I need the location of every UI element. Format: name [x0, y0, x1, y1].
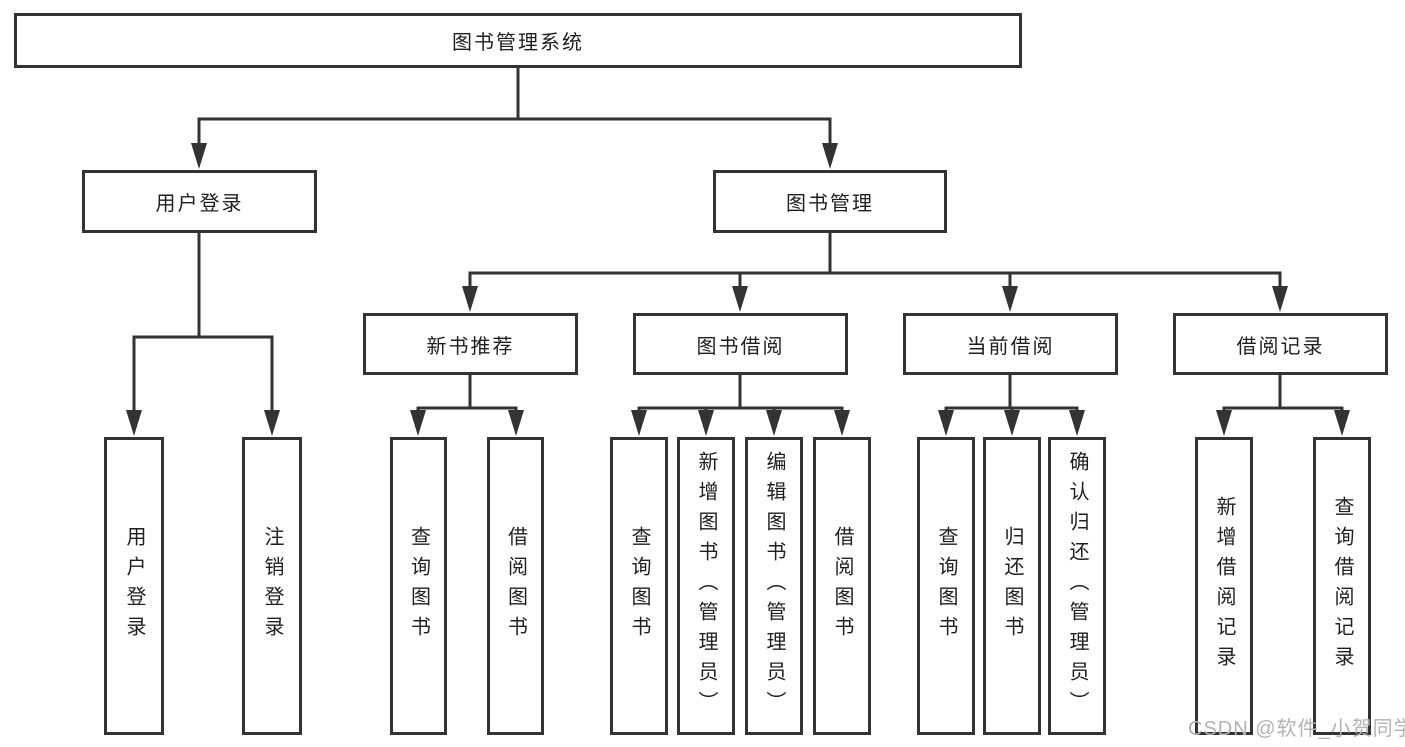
- csdn-watermark: CSDN @软件_小贺同学: [1188, 718, 1405, 740]
- node-leaf-query-borrow-record-label: 查询借阅记录: [1331, 496, 1353, 676]
- node-leaf-confirm-return-admin-label: 确认归还（管理员）: [1066, 451, 1088, 721]
- node-library-system-label: 图书管理系统: [452, 32, 584, 54]
- node-leaf-add-borrow-record-label: 新增借阅记录: [1213, 496, 1235, 676]
- node-new-book-recommend-label: 新书推荐: [426, 335, 515, 358]
- node-library-system: 图书管理系统: [14, 13, 1022, 68]
- node-leaf-add-books-admin: 新增图书（管理员）: [677, 437, 735, 735]
- connector-user-login-to-leaves: [126, 233, 280, 436]
- node-user-login: 用户登录: [82, 170, 317, 233]
- node-borrow-record-label: 借阅记录: [1236, 335, 1325, 358]
- node-current-borrow-label: 当前借阅: [966, 335, 1055, 358]
- node-leaf-logout-label: 注销登录: [261, 526, 283, 646]
- connector-book-borrow-to-leaves: [631, 375, 850, 436]
- node-leaf-confirm-return-admin: 确认归还（管理员）: [1048, 437, 1106, 735]
- node-leaf-query-borrow-record: 查询借阅记录: [1313, 437, 1371, 735]
- node-book-borrow-label: 图书借阅: [696, 335, 785, 358]
- node-leaf-logout: 注销登录: [242, 437, 302, 735]
- node-leaf-query-books-borrow: 查询图书: [610, 437, 668, 735]
- node-leaf-query-books-recommend: 查询图书: [390, 437, 447, 735]
- node-leaf-query-books-borrow-label: 查询图书: [628, 526, 650, 646]
- connector-borrow-record-to-leaves: [1216, 375, 1350, 436]
- node-leaf-edit-books-admin: 编辑图书（管理员）: [745, 437, 803, 735]
- node-leaf-borrow-books: 借阅图书: [813, 437, 871, 735]
- node-leaf-user-login-label: 用户登录: [123, 526, 145, 646]
- connector-root-to-level1: [191, 68, 838, 169]
- node-leaf-edit-books-admin-label: 编辑图书（管理员）: [763, 451, 785, 721]
- node-book-management-label: 图书管理: [786, 193, 874, 215]
- node-leaf-return-books: 归还图书: [983, 437, 1041, 735]
- node-leaf-return-books-label: 归还图书: [1001, 526, 1023, 646]
- node-user-login-label: 用户登录: [155, 193, 244, 215]
- connector-current-borrow-to-leaves: [938, 375, 1085, 436]
- node-book-management: 图书管理: [713, 170, 947, 233]
- node-new-book-recommend: 新书推荐: [363, 313, 578, 375]
- node-leaf-query-books-recommend-label: 查询图书: [407, 526, 430, 646]
- node-leaf-add-borrow-record: 新增借阅记录: [1195, 437, 1253, 735]
- node-leaf-user-login: 用户登录: [104, 437, 164, 735]
- node-leaf-add-books-admin-label: 新增图书（管理员）: [695, 451, 717, 721]
- node-leaf-borrow-books-recommend: 借阅图书: [487, 437, 544, 735]
- node-leaf-borrow-books-recommend-label: 借阅图书: [504, 526, 527, 646]
- node-current-borrow: 当前借阅: [903, 313, 1118, 375]
- node-leaf-query-books-current: 查询图书: [917, 437, 975, 735]
- node-borrow-record: 借阅记录: [1173, 313, 1388, 375]
- connector-new-book-recommend-to-leaves: [410, 375, 524, 436]
- node-leaf-query-books-current-label: 查询图书: [935, 526, 957, 646]
- connector-book-management-to-level2: [462, 233, 1288, 312]
- node-leaf-borrow-books-label: 借阅图书: [831, 526, 853, 646]
- node-book-borrow: 图书借阅: [633, 313, 848, 375]
